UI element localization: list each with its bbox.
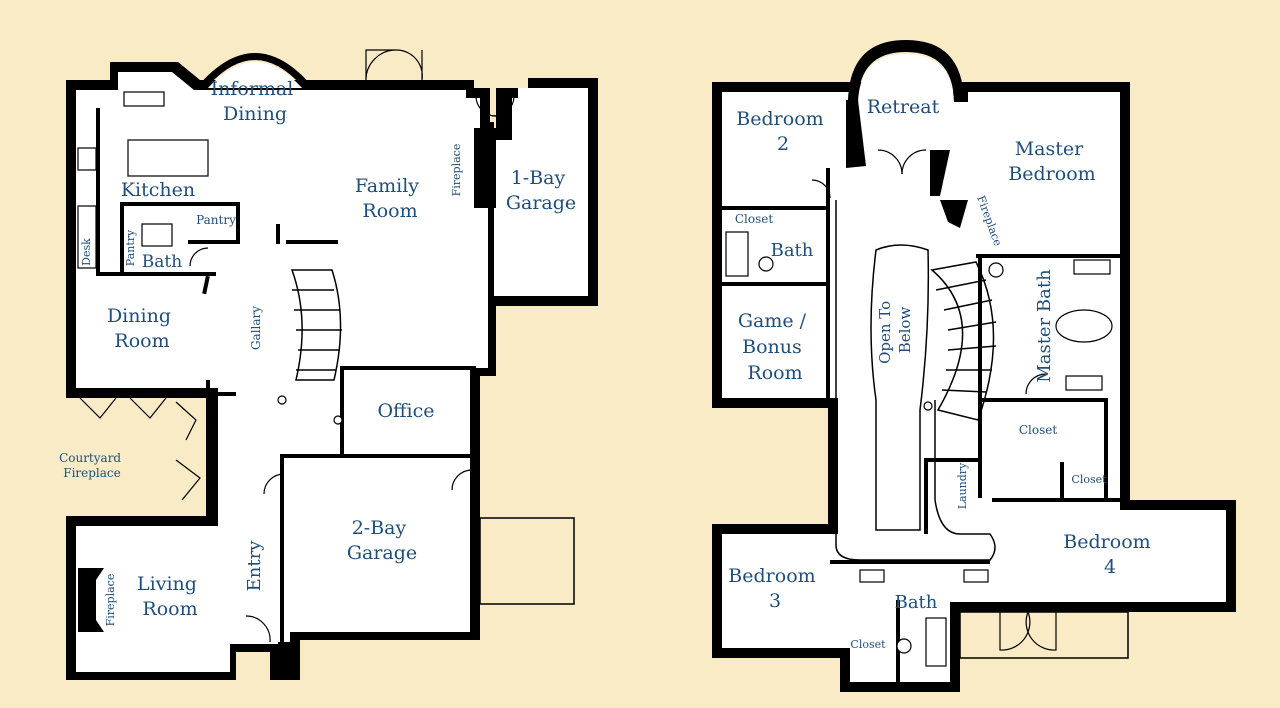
living-fireplace bbox=[78, 568, 104, 632]
bath-lower-tub bbox=[925, 617, 947, 667]
label-office: Office bbox=[377, 400, 434, 422]
courtyard-doors bbox=[79, 397, 201, 501]
label-retreat: Retreat bbox=[867, 96, 940, 118]
second-floor-interior bbox=[722, 92, 1226, 682]
balcony bbox=[959, 611, 1129, 659]
label-2bay-garage: 2-Bay Garage bbox=[347, 517, 417, 564]
toilet-bath2 bbox=[758, 256, 774, 272]
label-bath-lower: Bath bbox=[895, 592, 938, 613]
first-floor-interior-walls bbox=[96, 108, 496, 644]
driveway-pad bbox=[479, 517, 575, 605]
label-closet-small: Closet bbox=[1071, 473, 1107, 486]
upper-staircase bbox=[923, 261, 997, 421]
label-bedroom4: Bedroom 4 bbox=[1063, 531, 1156, 578]
label-master-bath: Master Bath bbox=[1034, 269, 1055, 383]
label-pantry-right: Pantry bbox=[196, 213, 236, 227]
entry-column bbox=[278, 642, 300, 672]
master-sink-2 bbox=[1065, 375, 1103, 391]
second-floor-doors bbox=[811, 149, 1057, 651]
second-floor-interior-walls bbox=[722, 100, 1120, 682]
master-tub bbox=[1055, 309, 1113, 343]
kitchen-island bbox=[127, 139, 209, 177]
label-kitchen: Kitchen bbox=[121, 179, 195, 201]
first-floor-plan: Informal Dining Kitchen Pantry Pantry Ba… bbox=[59, 49, 598, 680]
sink-lower-1 bbox=[859, 569, 885, 583]
label-open-to-below: Open To Below bbox=[876, 296, 914, 364]
desk-counter bbox=[77, 205, 97, 269]
label-laundry: Laundry bbox=[956, 462, 969, 509]
cooktop bbox=[77, 147, 97, 171]
label-closet-master: Closet bbox=[1019, 423, 1058, 437]
label-courtyard-fireplace: Courtyard Fireplace bbox=[59, 451, 125, 480]
toilet-master bbox=[988, 262, 1004, 278]
bath2-tub bbox=[725, 231, 749, 277]
label-gallary: Gallary bbox=[249, 306, 263, 350]
label-bath-upper: Bath bbox=[771, 240, 814, 261]
kitchen-sink bbox=[123, 91, 165, 107]
main-staircase bbox=[277, 269, 343, 425]
retreat-turret bbox=[848, 40, 964, 100]
label-desk: Desk bbox=[80, 238, 93, 266]
first-floor-doors bbox=[189, 49, 515, 643]
label-bedroom2: Bedroom 2 bbox=[736, 108, 829, 155]
label-bath-first: Bath bbox=[142, 252, 182, 272]
label-master-bedroom: Master Bedroom bbox=[1008, 138, 1095, 185]
label-entry: Entry bbox=[244, 540, 265, 592]
label-dining-room: Dining Room bbox=[107, 305, 177, 352]
toilet-lower bbox=[896, 638, 912, 654]
label-pantry-left: Pantry bbox=[124, 229, 137, 266]
first-floor-interior bbox=[76, 72, 588, 672]
label-closet-bed2: Closet bbox=[735, 212, 774, 226]
label-bedroom3: Bedroom 3 bbox=[728, 565, 821, 612]
informal-dining-bay bbox=[198, 53, 312, 86]
master-sink bbox=[1073, 259, 1111, 275]
bath-sink bbox=[141, 223, 173, 247]
label-1bay-garage: 1-Bay Garage bbox=[506, 167, 576, 214]
label-informal-dining: Informal Dining bbox=[211, 78, 300, 125]
open-to-below-outline bbox=[870, 244, 930, 531]
label-closet-lower: Closet bbox=[850, 638, 886, 651]
label-family-room: Family Room bbox=[355, 175, 425, 222]
label-fireplace-family: Fireplace bbox=[450, 144, 463, 197]
second-floor-plan: Bedroom 2 Retreat Master Bedroom Closet … bbox=[712, 40, 1236, 692]
label-fireplace-living: Fireplace bbox=[104, 574, 117, 627]
label-game-bonus: Game / Bonus Room bbox=[738, 310, 812, 384]
label-living-room: Living Room bbox=[137, 573, 203, 620]
sink-lower-2 bbox=[963, 569, 989, 583]
